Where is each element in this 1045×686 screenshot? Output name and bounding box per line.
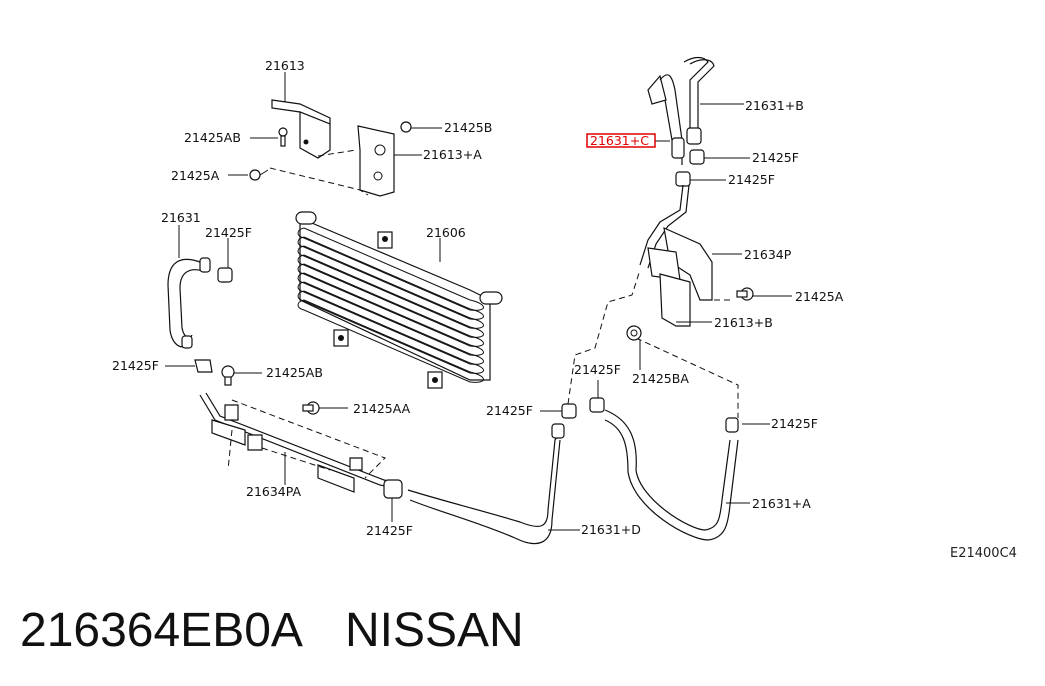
bracket-21613: [271, 72, 331, 159]
diagram-reference-code: E21400C4: [950, 546, 1017, 561]
hose-21631-D: [407, 423, 580, 545]
label-21631-D: 21631+D: [581, 522, 641, 537]
label-21631-A: 21631+A: [752, 496, 811, 511]
part-number: 216364EB0A: [20, 604, 303, 657]
bracket-21613-B: [659, 273, 712, 327]
clip-21425F-g: [675, 171, 726, 187]
highlight-box: [586, 133, 656, 148]
cooler-fin: [297, 245, 484, 329]
label-21631-C-highlighted: 21631+C: [590, 133, 649, 148]
hose-21631-A: [604, 409, 750, 541]
label-21631-B: 21631+B: [745, 98, 804, 113]
clip-21425F-f: [689, 149, 750, 165]
label-21425F-h: 21425F: [771, 416, 818, 431]
cooler-fin: [297, 236, 484, 320]
label-21425AB-mid: 21425AB: [266, 365, 323, 380]
hose-21631: [167, 225, 211, 349]
cooler-fin: [297, 263, 484, 347]
label-21425F-d: 21425F: [486, 403, 533, 418]
cooler-fin: [297, 290, 484, 374]
label-21425F-a: 21425F: [205, 225, 252, 240]
nut-21425B: [400, 121, 442, 133]
bracket-21613-A: [357, 125, 422, 197]
clip-21425F-b: [165, 359, 213, 373]
tube-21634PA: [199, 392, 399, 493]
label-21425F-g: 21425F: [728, 172, 775, 187]
cooler-fin: [297, 227, 484, 311]
bolt-21425A-right: [736, 287, 792, 301]
oil-cooler-21606: [295, 211, 503, 389]
label-21613-A: 21613+A: [423, 147, 482, 162]
tube-21634P: [639, 184, 742, 301]
label-21425B: 21425B: [444, 120, 492, 135]
label-21425AA: 21425AA: [353, 401, 411, 416]
label-21425A-left: 21425A: [171, 168, 220, 183]
brand-name: NISSAN: [345, 604, 524, 657]
cooler-fin: [297, 254, 484, 338]
hose-21631-B: [647, 56, 744, 165]
label-21613: 21613: [265, 58, 305, 73]
label-21613-B: 21613+B: [714, 315, 773, 330]
label-21425BA: 21425BA: [632, 371, 689, 386]
bolt-21425AB-mid: [221, 365, 262, 386]
label-21425F-e: 21425F: [574, 362, 621, 377]
clip-21425F-a: [217, 238, 233, 283]
bolt-21425A-left: [228, 169, 269, 181]
cooler-fin: [297, 272, 484, 356]
cooler-fin: [297, 299, 484, 383]
bolt-21425AA: [302, 401, 348, 415]
clip-21425F-e: [589, 380, 605, 413]
label-21634PA: 21634PA: [246, 484, 302, 499]
cooler-fin: [297, 281, 484, 365]
label-21631: 21631: [161, 210, 201, 225]
label-21425F-b: 21425F: [112, 358, 159, 373]
label-21634P: 21634P: [744, 247, 792, 262]
label-21606: 21606: [426, 225, 466, 240]
label-21425A-right: 21425A: [795, 289, 844, 304]
label-21425AB-top: 21425AB: [184, 130, 241, 145]
label-21425F-c: 21425F: [366, 523, 413, 538]
bolt-21425AB-top: [250, 127, 288, 147]
nut-21425BA: [626, 325, 642, 370]
label-21425F-f: 21425F: [752, 150, 799, 165]
clip-21425F-d: [540, 403, 577, 419]
hose-21631-C: [655, 99, 685, 159]
clip-21425F-c: [383, 479, 403, 522]
